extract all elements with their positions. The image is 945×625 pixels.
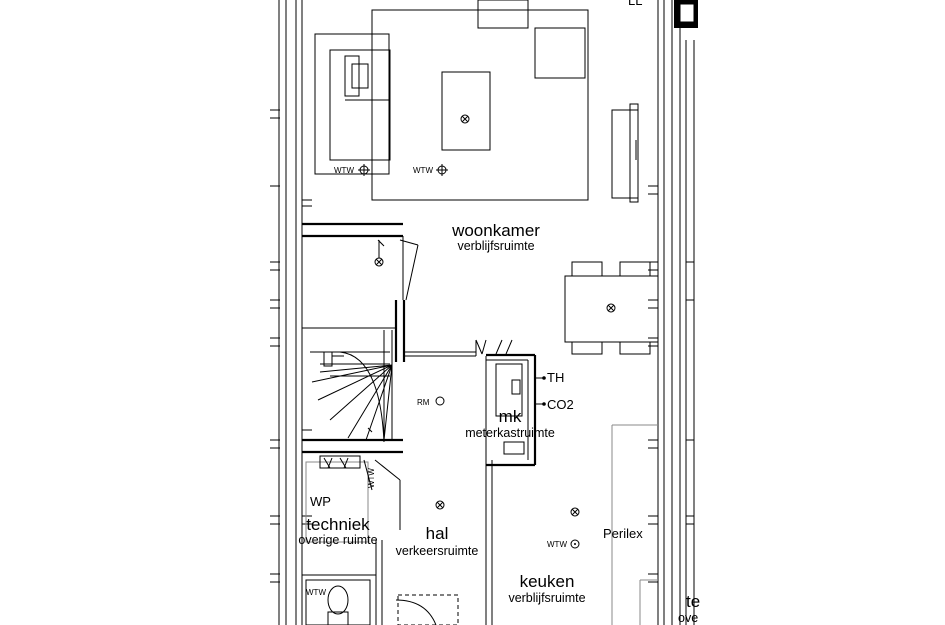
label-wtw-5: WTW <box>367 468 376 488</box>
label-wtw-1: WTW <box>334 166 354 175</box>
label-wtw-2: WTW <box>413 166 433 175</box>
light-hal-icon <box>435 500 445 510</box>
label-perilex: Perilex <box>603 526 643 541</box>
room-name-hal: hal <box>426 524 449 543</box>
light-keuken-icon <box>570 507 580 517</box>
light-dining-icon <box>606 303 616 313</box>
switch-icon <box>363 239 385 491</box>
left-exterior-wall <box>278 0 303 625</box>
light-stairs-icon <box>374 240 384 267</box>
right-exterior-wall <box>657 0 698 625</box>
technical-room-fixtures <box>305 455 371 625</box>
room-type-hal: verkeersruimte <box>396 544 479 558</box>
wtw-vent-3-icon <box>570 539 580 549</box>
light-fixtures <box>358 114 616 549</box>
room-name-woonkamer: woonkamer <box>451 221 540 240</box>
wall-tick-marks <box>270 109 694 583</box>
room-name-keuken: keuken <box>520 572 575 591</box>
label-ll: LL <box>628 0 642 8</box>
meter-cupboard <box>475 339 537 467</box>
room-type-techniek: overige ruimte <box>298 533 377 547</box>
label-rm: RM <box>417 398 430 407</box>
label-wtw-3: WTW <box>547 540 567 549</box>
label-wtw-4: WTW <box>306 588 326 597</box>
interior-walls <box>302 222 477 454</box>
label-wp: WP <box>310 494 331 509</box>
light-woonkamer-icon <box>460 114 470 124</box>
dining-table <box>564 261 659 355</box>
room-type-mk: meterkastruimte <box>465 426 555 440</box>
wtw-vent-1-icon <box>358 164 370 176</box>
kitchen-outline <box>611 424 658 625</box>
staircase <box>310 351 393 443</box>
room-type-right-partial: ove <box>678 611 698 625</box>
room-type-woonkamer: verblijfsruimte <box>457 239 534 253</box>
smoke-detector-icon <box>435 396 445 406</box>
wtw-vent-2-icon <box>436 164 448 176</box>
room-labels: woonkamer verblijfsruimte mk meterkastru… <box>298 221 700 625</box>
fixture-labels: WTW WTW WTW WTW WTW RM TH CO2 Perilex WP… <box>306 0 643 597</box>
room-name-right-partial: te <box>686 592 700 611</box>
hallway-walls <box>302 459 493 625</box>
room-name-mk: mk <box>499 407 522 426</box>
label-co2: CO2 <box>547 397 574 412</box>
living-room-furniture <box>314 0 639 203</box>
room-type-keuken: verblijfsruimte <box>508 591 585 605</box>
label-th: TH <box>547 370 564 385</box>
room-name-techniek: techniek <box>306 515 370 534</box>
